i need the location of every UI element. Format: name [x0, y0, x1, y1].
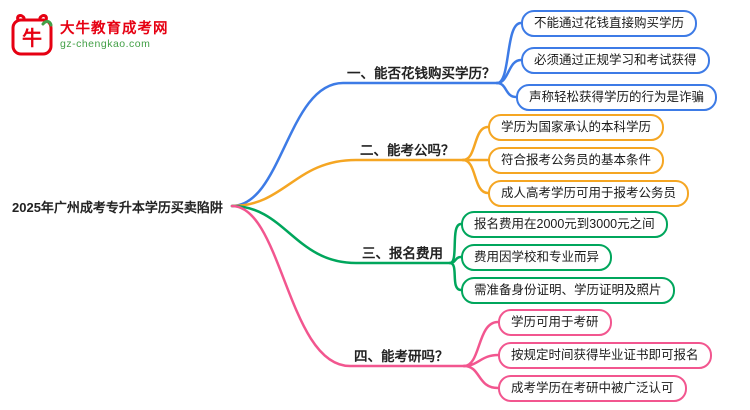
connector-branch3-leaf1	[448, 222, 463, 265]
connector-branch3-leaf2	[448, 255, 463, 265]
leaf-node: 学历可用于考研	[498, 309, 612, 336]
bull-logo-glyph: 牛	[22, 26, 42, 50]
connector-branch1-leaf3	[495, 81, 518, 99]
connector-bran3-leaf3	[448, 261, 463, 292]
logo-brand-text: 大牛教育成考网	[60, 21, 169, 37]
leaf-node: 成考学历在考研中被广泛认可	[498, 375, 687, 402]
leaf-node: 报名费用在2000元到3000元之间	[461, 211, 668, 238]
logo-domain-text: gz-chengkao.com	[60, 38, 151, 51]
leaf-node: 学历为国家承认的本科学历	[488, 114, 665, 141]
connector-branch2-leaf3	[461, 158, 490, 195]
leaf-node: 按规定时间获得毕业证书即可报名	[498, 342, 712, 369]
branch-node-1: 一、能否花钱购买学历？	[347, 66, 496, 81]
leaf-node: 不能通过花钱直接购买学历	[521, 10, 698, 37]
connector-root-branch4	[230, 204, 466, 368]
connector-branch4-leaf2	[462, 353, 500, 368]
leaf-node: 符合报考公务员的基本条件	[488, 147, 665, 174]
site-logo: 牛 大牛教育成考网 gz-chengkao.com	[10, 14, 169, 58]
bull-logo-icon: 牛	[10, 14, 54, 58]
root-node: 2025年广州成考专升本学历买卖陷阱	[12, 200, 223, 215]
connector-branch1-leaf1	[495, 21, 523, 85]
branch-node-4: 四、能考研吗？	[354, 349, 449, 364]
branch-node-3: 三、报名费用	[362, 246, 443, 261]
branch-node-2: 二、能考公吗？	[360, 143, 455, 158]
connector-branch1-leaf2	[495, 58, 523, 85]
leaf-node: 费用因学校和专业而异	[461, 244, 613, 271]
connector-root-branch2	[230, 158, 465, 208]
connector-branch2-leaf1	[461, 125, 490, 162]
leaf-node: 成人高考学历可用于报考公务员	[488, 180, 690, 207]
leaf-node: 需准备身份证明、学历证明及照片	[461, 277, 675, 304]
connector-branch4-leaf1	[462, 320, 500, 368]
leaf-node: 声称轻松获得学历的行为是诈骗	[516, 84, 718, 111]
leaf-node: 必须通过正规学习和考试获得	[521, 47, 710, 74]
connector-branch4-leaf3	[462, 364, 500, 390]
